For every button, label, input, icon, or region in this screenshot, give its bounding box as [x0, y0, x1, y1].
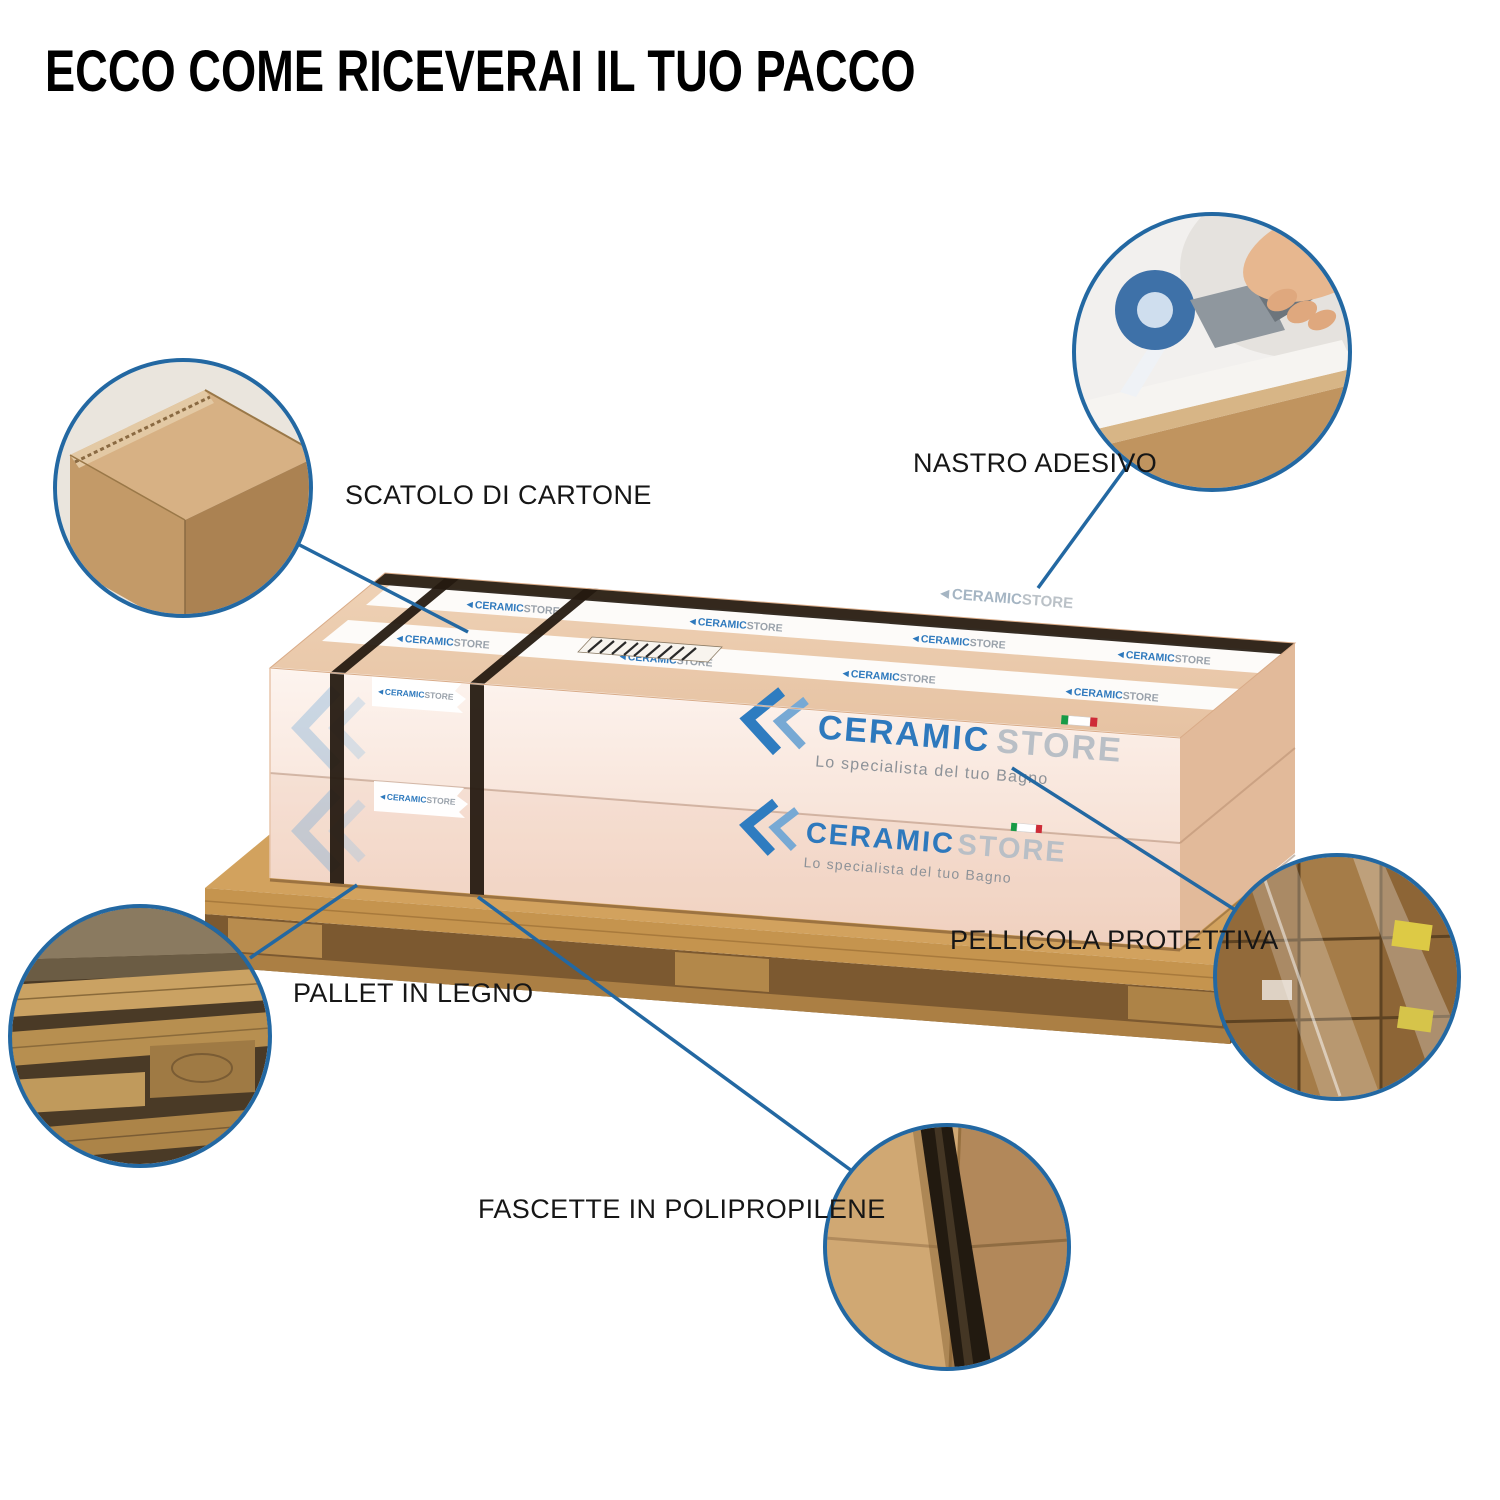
flag-pill-icon — [1010, 822, 1043, 834]
polypropylene-strap-lengthwise — [371, 573, 1295, 654]
tape-brand-logo: ◄CERAMICSTORE — [1115, 648, 1211, 667]
box-right-face — [1180, 643, 1295, 948]
callout-photo-wooden-pallet — [8, 904, 272, 1168]
flag-pill-icon — [1060, 715, 1098, 727]
tape-brand-logo: ◄CERAMICSTORE — [687, 615, 783, 634]
connector-line-pallet — [249, 883, 358, 960]
callout-photo-cardboard-box — [53, 358, 313, 618]
polypropylene-strap-crosswise — [470, 588, 599, 895]
pallet-block — [1128, 986, 1222, 1026]
tape-brand-logo: ◄CERAMICSTORE — [394, 632, 490, 651]
top-face-brand-logo: ◄CERAMICSTORE — [937, 585, 1074, 612]
end-tape-label: ◄CERAMICSTORE — [374, 781, 468, 818]
barcode-label — [577, 636, 723, 663]
callout-label-pellicola-protettiva: PELLICOLA PROTETTIVA — [950, 925, 1279, 955]
polypropylene-strap-crosswise — [330, 578, 459, 884]
pallet-block — [675, 952, 769, 992]
pallet-block — [228, 918, 322, 958]
pallet-bottom-board — [205, 951, 1230, 1044]
tape-brand-logo: ◄CERAMICSTORE — [464, 598, 560, 617]
barcode-lines — [587, 639, 697, 661]
tape-brand-logo: ◄CERAMICSTORE — [1063, 685, 1159, 704]
connector-line-pellicola — [1011, 766, 1241, 915]
callout-label-pallet-in-legno: PALLET IN LEGNO — [293, 978, 534, 1008]
brand-chevron-icon — [739, 687, 809, 756]
brand-chevron-icon — [739, 798, 800, 856]
box-front-face — [270, 668, 1180, 948]
connector-line-fascette — [476, 895, 854, 1173]
end-tape-label: ◄CERAMICSTORE — [372, 676, 466, 713]
callout-label-nastro-adesivo: NASTRO ADESIVO — [913, 448, 1158, 478]
callout-photo-strap-corner — [823, 1123, 1071, 1371]
callout-label-fascette-in-polipropilene: FASCETTE IN POLIPROPILENE — [478, 1194, 886, 1224]
svg-text:◄CERAMICSTORE: ◄CERAMICSTORE — [378, 791, 456, 807]
callout-photo-protective-film — [1213, 853, 1461, 1101]
adhesive-tape-strip — [322, 620, 1240, 710]
connector-lines — [249, 453, 1241, 1173]
cardboard-box-stack: CERAMIC STORE Lo specialista del tuo Bag… — [268, 572, 1297, 952]
adhesive-tape-strip — [366, 584, 1283, 673]
callout-label-scatolo-di-cartone: SCATOLO DI CARTONE — [345, 480, 652, 510]
tape-brand-logo: ◄CERAMICSTORE — [910, 632, 1006, 651]
tape-brand-logo: ◄CERAMICSTORE — [840, 667, 936, 686]
page-title: ECCO COME RICEVERAI IL TUO PACCO — [45, 39, 916, 104]
callout-photo-tape-dispenser — [1072, 212, 1352, 492]
connector-line-scatolo — [289, 538, 469, 634]
connector-line-nastro — [1036, 453, 1137, 590]
svg-text:◄CERAMICSTORE: ◄CERAMICSTORE — [376, 686, 454, 702]
